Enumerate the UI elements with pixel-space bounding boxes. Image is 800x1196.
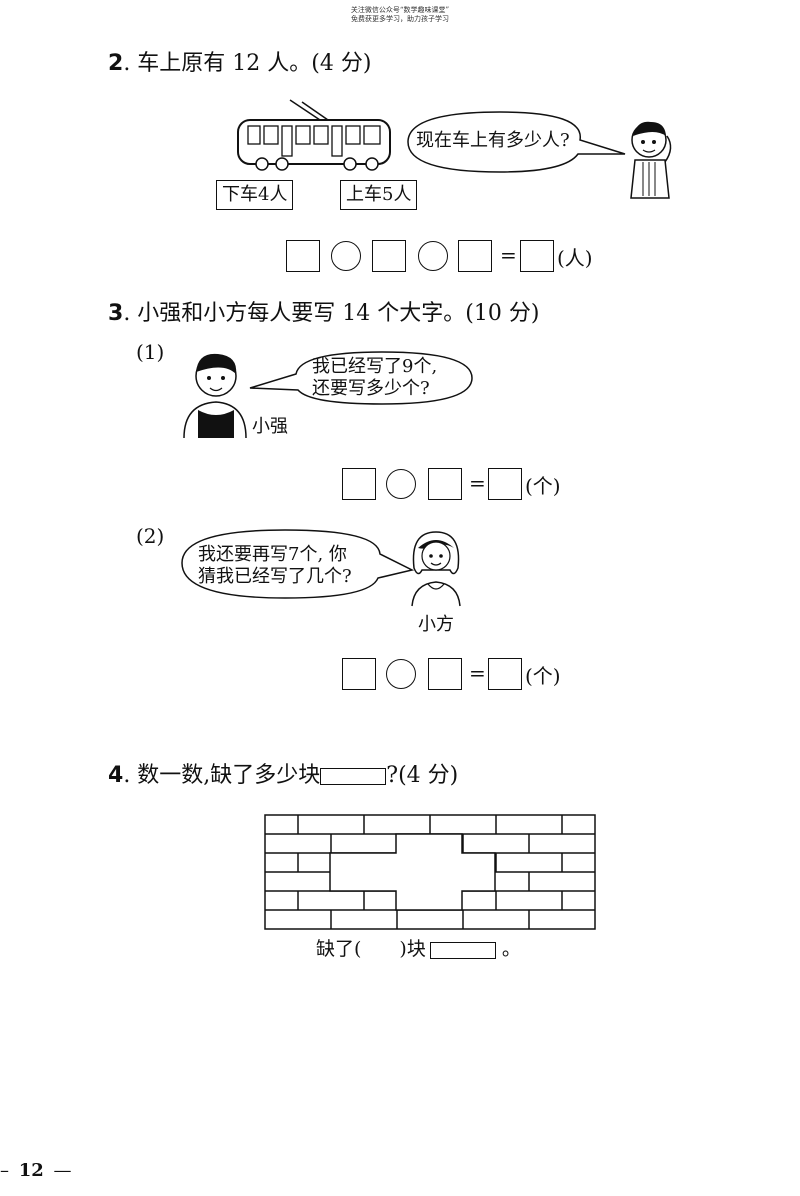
q3-part2-label: (2) <box>136 524 165 548</box>
q4-title: 4. 数一数,缺了多少块 ?(4 分) <box>108 757 458 789</box>
speech-bubble-q2 <box>407 111 626 173</box>
footer-dash-left: – <box>0 1160 9 1181</box>
page-header: 关注微信公众号“数学趣味课堂” 免费获更多学习，助力孩子学习 <box>0 6 800 24</box>
q2-number: 2 <box>108 51 124 76</box>
q4-title-text-a: . 数一数,缺了多少块 <box>123 763 321 788</box>
answer-box-1[interactable] <box>286 240 320 272</box>
operator-circle-q3-2[interactable] <box>386 659 416 689</box>
speech-q3-1-line2: 还要写多少个? <box>312 378 430 399</box>
page-number: 12 <box>18 1160 44 1181</box>
answer-box-result[interactable] <box>520 240 554 272</box>
answer-box-q3-2-a[interactable] <box>342 658 376 690</box>
speech-q3-2-line2: 猜我已经写了几个? <box>198 566 352 587</box>
speech-q3-2-line1: 我还要再写7个, 你 <box>198 544 347 565</box>
header-line-1: 关注微信公众号“数学趣味课堂” <box>350 6 450 14</box>
unit-q3-1: (个) <box>525 474 561 498</box>
answer-box-q3-1-result[interactable] <box>488 468 522 500</box>
q3-title: 3. 小强和小方每人要写 14 个大字。(10 分) <box>108 295 539 327</box>
name-xiaofang: 小方 <box>418 614 454 635</box>
speech-bubble-q3-2 <box>181 529 415 599</box>
boy-figure-icon <box>630 121 672 199</box>
speech-q3-1-line1: 我已经写了9个, <box>312 356 438 377</box>
brick-icon-answer <box>429 941 496 959</box>
equals-sign-q3-2: = <box>469 661 486 685</box>
answer-box-q3-2-result[interactable] <box>488 658 522 690</box>
answer-box-q3-1-a[interactable] <box>342 468 376 500</box>
boy-xiaoqiang-icon <box>183 353 247 439</box>
q3-number: 3 <box>108 301 124 326</box>
q4-answer-text-b: )块 <box>399 938 426 960</box>
equals-sign: = <box>500 243 517 267</box>
brick-wall-diagram <box>264 814 596 930</box>
answer-box-2[interactable] <box>372 240 406 272</box>
brick-icon <box>320 767 387 785</box>
operator-circle-2[interactable] <box>418 241 448 271</box>
name-xiaoqiang: 小强 <box>252 416 288 437</box>
q3-title-text: . 小强和小方每人要写 14 个大字。(10 分) <box>123 301 540 326</box>
footer-dash-right: — <box>53 1160 72 1181</box>
girl-xiaofang-icon <box>411 531 461 607</box>
answer-box-q3-1-b[interactable] <box>428 468 462 500</box>
page-footer: – 12 — <box>0 1160 72 1181</box>
speech-q2: 现在车上有多少人? <box>416 130 570 151</box>
bus-illustration <box>237 99 391 171</box>
speech-bubble-q3-1 <box>249 351 473 405</box>
header-line-2: 免费获更多学习，助力孩子学习 <box>351 15 449 23</box>
label-get-off: 下车4人 <box>216 180 294 210</box>
q3-part1-label: (1) <box>136 340 165 364</box>
label-get-on: 上车5人 <box>340 180 418 210</box>
unit-q3-2: (个) <box>525 664 561 688</box>
answer-box-3[interactable] <box>458 240 492 272</box>
q4-title-text-b: ?(4 分) <box>386 763 459 788</box>
q2-title: 2. 车上原有 12 人。(4 分) <box>108 45 371 77</box>
q4-answer-text-c: 。 <box>501 938 521 960</box>
operator-circle-q3-1[interactable] <box>386 469 416 499</box>
q2-title-text: . 车上原有 12 人。(4 分) <box>123 51 372 76</box>
q4-answer-line: 缺了( )块 。 <box>316 934 521 961</box>
unit-label: (人) <box>557 246 593 270</box>
q4-number: 4 <box>108 763 124 788</box>
equals-sign-q3-1: = <box>469 471 486 495</box>
q4-answer-text-a: 缺了( <box>316 938 362 960</box>
answer-box-q3-2-b[interactable] <box>428 658 462 690</box>
operator-circle-1[interactable] <box>331 241 361 271</box>
